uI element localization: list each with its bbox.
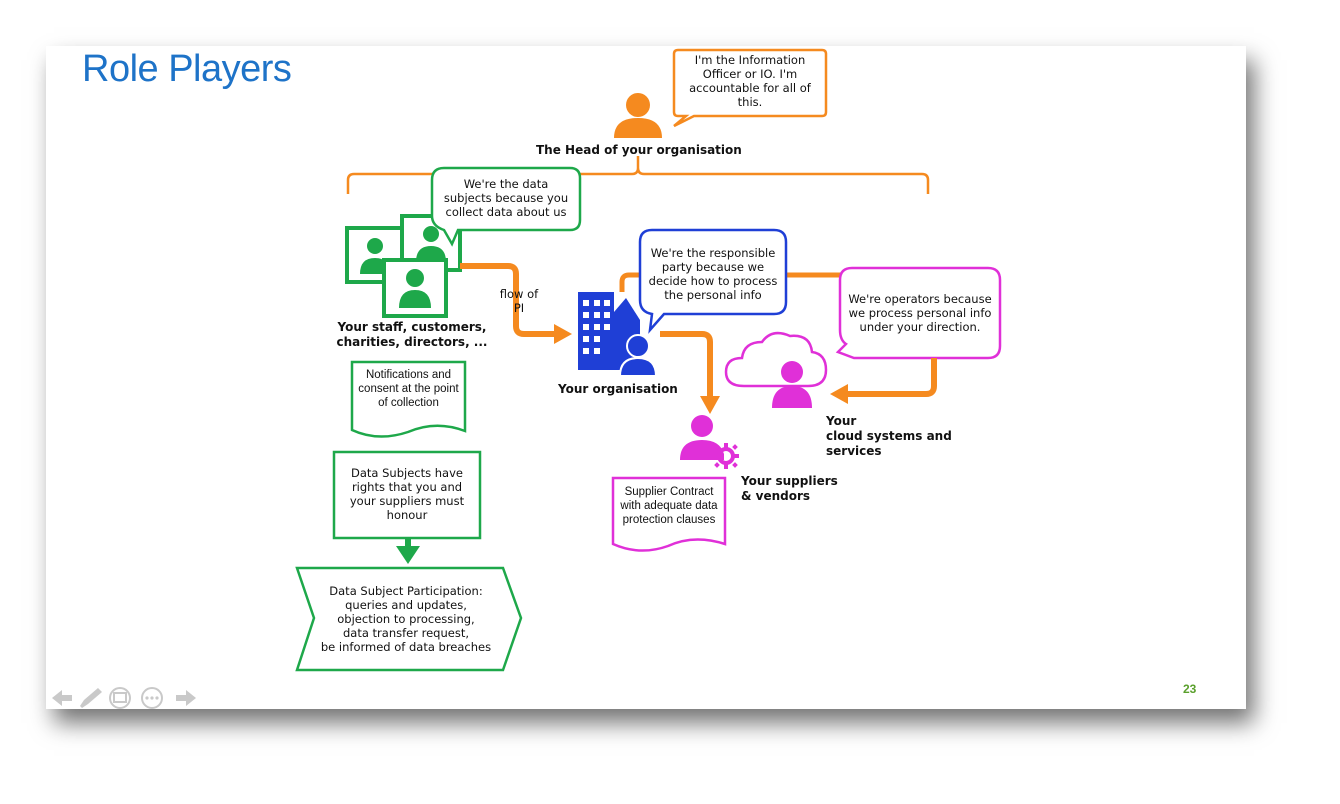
head-label: The Head of your organisation <box>536 143 742 157</box>
data-subjects-bubble-line: collect data about us <box>445 205 567 219</box>
suppliers-label: Your suppliers & vendors <box>741 474 838 504</box>
supplier-note-line: Supplier Contract <box>624 486 714 498</box>
supplier-contract-document <box>611 476 727 552</box>
organisation-bubble-line: the personal info <box>664 288 762 302</box>
head-bubble-line: I'm the Information <box>694 53 806 67</box>
gear-icon <box>713 443 739 469</box>
data-subjects-speech-bubble <box>430 166 582 247</box>
slideshow-controls <box>52 687 196 709</box>
head-speech-bubble <box>672 48 828 128</box>
participation-line: be informed of data breaches <box>320 640 492 654</box>
cloud-icon <box>724 331 828 408</box>
operators-bubble-text: We're operators because we process perso… <box>842 292 998 334</box>
building-icon <box>578 292 658 377</box>
notifications-text: Notifications and consent at the point o… <box>352 368 465 410</box>
supplier-note-line: protection clauses <box>622 514 716 526</box>
slide: Role Players <box>46 46 1246 709</box>
rights-line: your suppliers must <box>349 494 465 508</box>
rights-line: Data Subjects have <box>351 466 463 480</box>
data-subjects-icon <box>345 214 462 318</box>
data-subjects-bubble-line: subjects because you <box>443 191 569 205</box>
cloud-systems-label: Your cloud systems and services <box>826 414 952 459</box>
notifications-document <box>350 360 467 438</box>
flow-of-pi-label: flow of PI <box>490 287 548 315</box>
data-subjects-label: Your staff, customers, charities, direct… <box>332 320 492 350</box>
operators-bubble-line: We're operators because <box>848 292 992 306</box>
arrow-left-icon[interactable] <box>52 690 72 706</box>
supplier-note-line: with adequate data <box>620 500 718 512</box>
organisation-bubble-line: party because we <box>661 260 765 274</box>
participation-text: Data Subject Participation: queries and … <box>306 584 506 654</box>
operators-speech-bubble <box>835 266 1002 360</box>
suppliers-label-line: & vendors <box>741 489 811 503</box>
participation-line: Data Subject Participation: <box>329 584 483 598</box>
pen-icon[interactable] <box>80 688 102 708</box>
participation-box <box>295 566 523 672</box>
flow-arrowhead <box>554 324 572 344</box>
slides-icon[interactable] <box>109 687 131 709</box>
organisation-bubble-line: We're the responsible <box>650 246 776 260</box>
suppliers-label-line: Your suppliers <box>741 474 838 488</box>
notifications-line: of collection <box>378 397 439 409</box>
data-subjects-label-line: charities, directors, ... <box>336 335 488 349</box>
flow-label-line: PI <box>513 301 525 315</box>
data-subjects-bubble-text: We're the data subjects because you coll… <box>434 177 578 219</box>
org-supplier-arrow <box>660 331 713 398</box>
head-person-icon <box>614 93 662 138</box>
organisation-bracket <box>346 156 930 194</box>
rights-line: honour <box>386 508 428 522</box>
supplier-icon <box>680 415 724 460</box>
slide-title: Role Players <box>82 48 292 90</box>
cloud-label-line: cloud systems and <box>826 429 952 443</box>
cloud-label-line: Your <box>826 414 857 428</box>
notifications-line: consent at the point <box>358 383 459 395</box>
notifications-line: Notifications and <box>365 369 452 381</box>
org-operator-connector <box>619 272 846 292</box>
data-subjects-label-line: Your staff, customers, <box>337 320 487 334</box>
supplier-contract-text: Supplier Contract with adequate data pro… <box>613 485 725 527</box>
organisation-label: Your organisation <box>558 382 678 396</box>
head-bubble-line: accountable for all of <box>689 81 811 95</box>
page-number: 23 <box>1183 682 1197 696</box>
cloud-arrowhead <box>830 384 848 404</box>
cloud-label-line: services <box>826 444 882 458</box>
arrow-right-icon[interactable] <box>176 690 196 706</box>
more-icon[interactable] <box>141 687 163 709</box>
head-bubble-line: Officer or IO. I'm <box>702 67 798 81</box>
flow-label-line: flow of <box>499 287 539 301</box>
participation-line: objection to processing, <box>337 612 475 626</box>
head-bubble-line: this. <box>737 95 763 109</box>
role-diagram <box>295 48 1002 672</box>
rights-arrow <box>396 538 420 564</box>
rights-text: Data Subjects have rights that you and y… <box>336 466 478 522</box>
participation-line: data transfer request, <box>342 626 469 640</box>
head-bubble-text: I'm the Information Officer or IO. I'm a… <box>676 53 824 109</box>
rights-line: rights that you and <box>351 480 463 494</box>
data-subjects-bubble-line: We're the data <box>463 177 549 191</box>
operators-bubble-line: we process personal info <box>848 306 992 320</box>
operator-cloud-arrow <box>846 358 937 397</box>
supplier-arrowhead <box>700 396 720 414</box>
operators-bubble-line: under your direction. <box>859 320 981 334</box>
organisation-bubble-text: We're the responsible party because we d… <box>642 246 784 302</box>
participation-line: queries and updates, <box>345 598 467 612</box>
flow-of-pi-arrow <box>460 263 556 337</box>
organisation-speech-bubble <box>638 228 788 334</box>
organisation-bubble-line: decide how to process <box>648 274 778 288</box>
